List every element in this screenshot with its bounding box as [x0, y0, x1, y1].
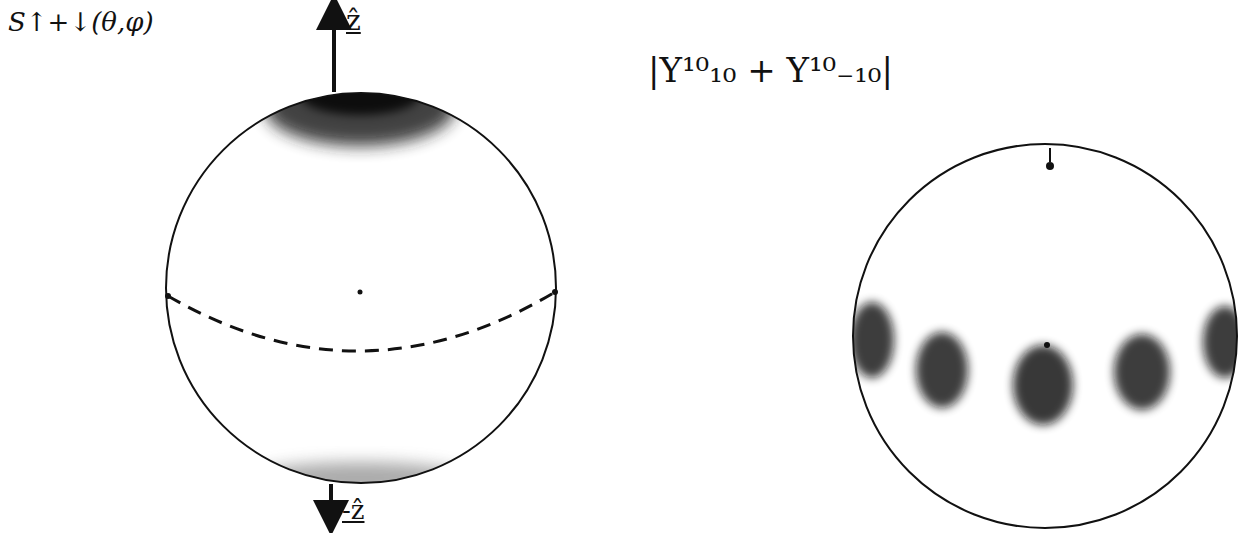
axis-label: ẑ: [346, 6, 361, 37]
equator-dashed: [168, 292, 555, 351]
minus-z-arrow: [329, 484, 333, 518]
z-axis-arrow: [332, 12, 336, 92]
function-label: S↑+↓(θ,φ): [8, 8, 154, 37]
axis-label: -ẑ: [342, 496, 364, 525]
pole-shading: [250, 70, 470, 494]
pole-dot: [1046, 162, 1054, 170]
function-label: |Y¹⁰₁₀ + Y¹⁰₋₁₀|: [648, 52, 893, 89]
sphere-outline: [853, 144, 1237, 528]
sphere-outline: [166, 93, 556, 483]
center-dot: [1044, 342, 1050, 348]
center-dot: [358, 290, 363, 295]
pole-tick: [1049, 148, 1051, 162]
lobe-shading: [850, 302, 1247, 425]
